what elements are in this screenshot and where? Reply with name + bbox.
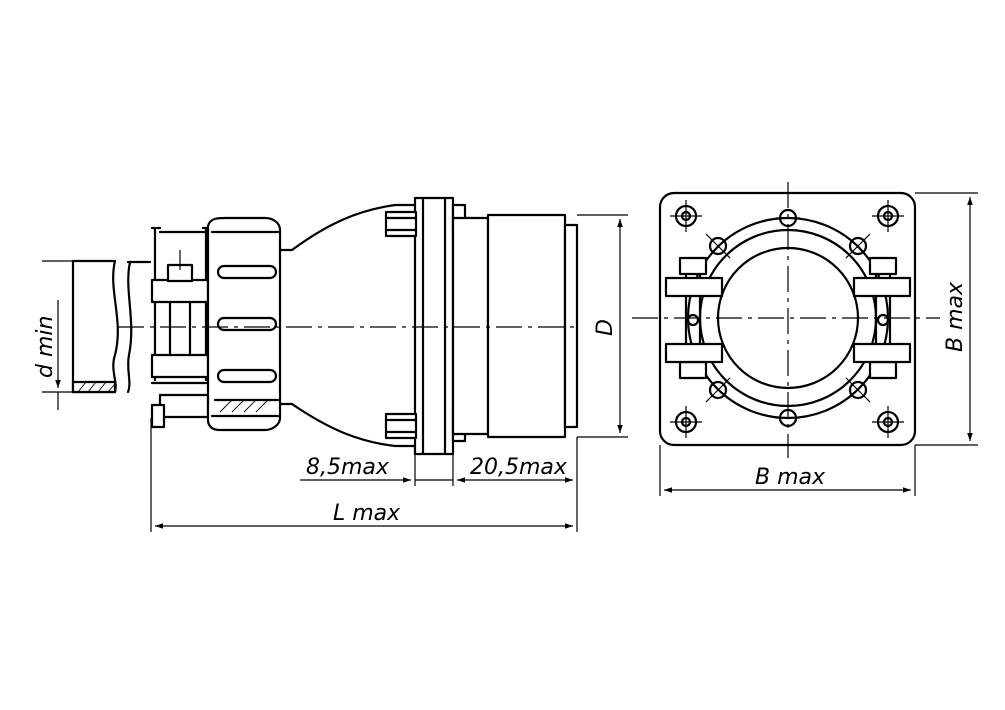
label-d-min: d min xyxy=(33,316,58,378)
ring-hole-lower-left xyxy=(705,377,731,403)
receptacle-body xyxy=(451,213,579,439)
ring-hole-upper-left xyxy=(705,233,731,259)
dimension-B-max-horizontal: B max xyxy=(659,445,916,496)
left-clamp xyxy=(664,256,724,380)
dimension-8-5max: 8,5max xyxy=(300,455,453,483)
label-B-max-vertical: B max xyxy=(943,281,968,352)
front-view-dimensions: B max B max xyxy=(659,192,978,496)
label-B-max-horizontal: B max xyxy=(755,465,826,490)
dimension-L-max: L max xyxy=(155,501,573,529)
cable-clamp xyxy=(150,226,212,429)
label-L-max: L max xyxy=(333,501,401,526)
mounting-hole-bottom-left xyxy=(670,406,702,438)
mounting-flange xyxy=(384,196,472,456)
ring-hole-upper-right xyxy=(845,233,871,259)
coupling-nut xyxy=(206,216,282,432)
front-view xyxy=(632,182,940,458)
connector-neck xyxy=(278,203,417,448)
ring-hole-lower-right xyxy=(845,377,871,403)
cable xyxy=(71,259,152,394)
side-view xyxy=(71,196,579,456)
label-D: D xyxy=(593,319,618,336)
dimension-20-5max: 20,5max xyxy=(457,455,573,483)
mounting-hole-bottom-right xyxy=(872,406,904,438)
dimension-d-min: d min xyxy=(33,260,73,410)
dimension-B-max-vertical: B max xyxy=(915,192,978,446)
label-20-5max: 20,5max xyxy=(470,455,568,480)
dimension-D: D xyxy=(577,214,628,438)
right-clamp xyxy=(852,256,912,380)
side-view-dimensions: d min D 8,5max 20,5max L max xyxy=(33,214,628,532)
mounting-hole-top-right xyxy=(872,200,904,232)
label-8-5max: 8,5max xyxy=(306,455,390,480)
mounting-hole-top-left xyxy=(670,200,702,232)
